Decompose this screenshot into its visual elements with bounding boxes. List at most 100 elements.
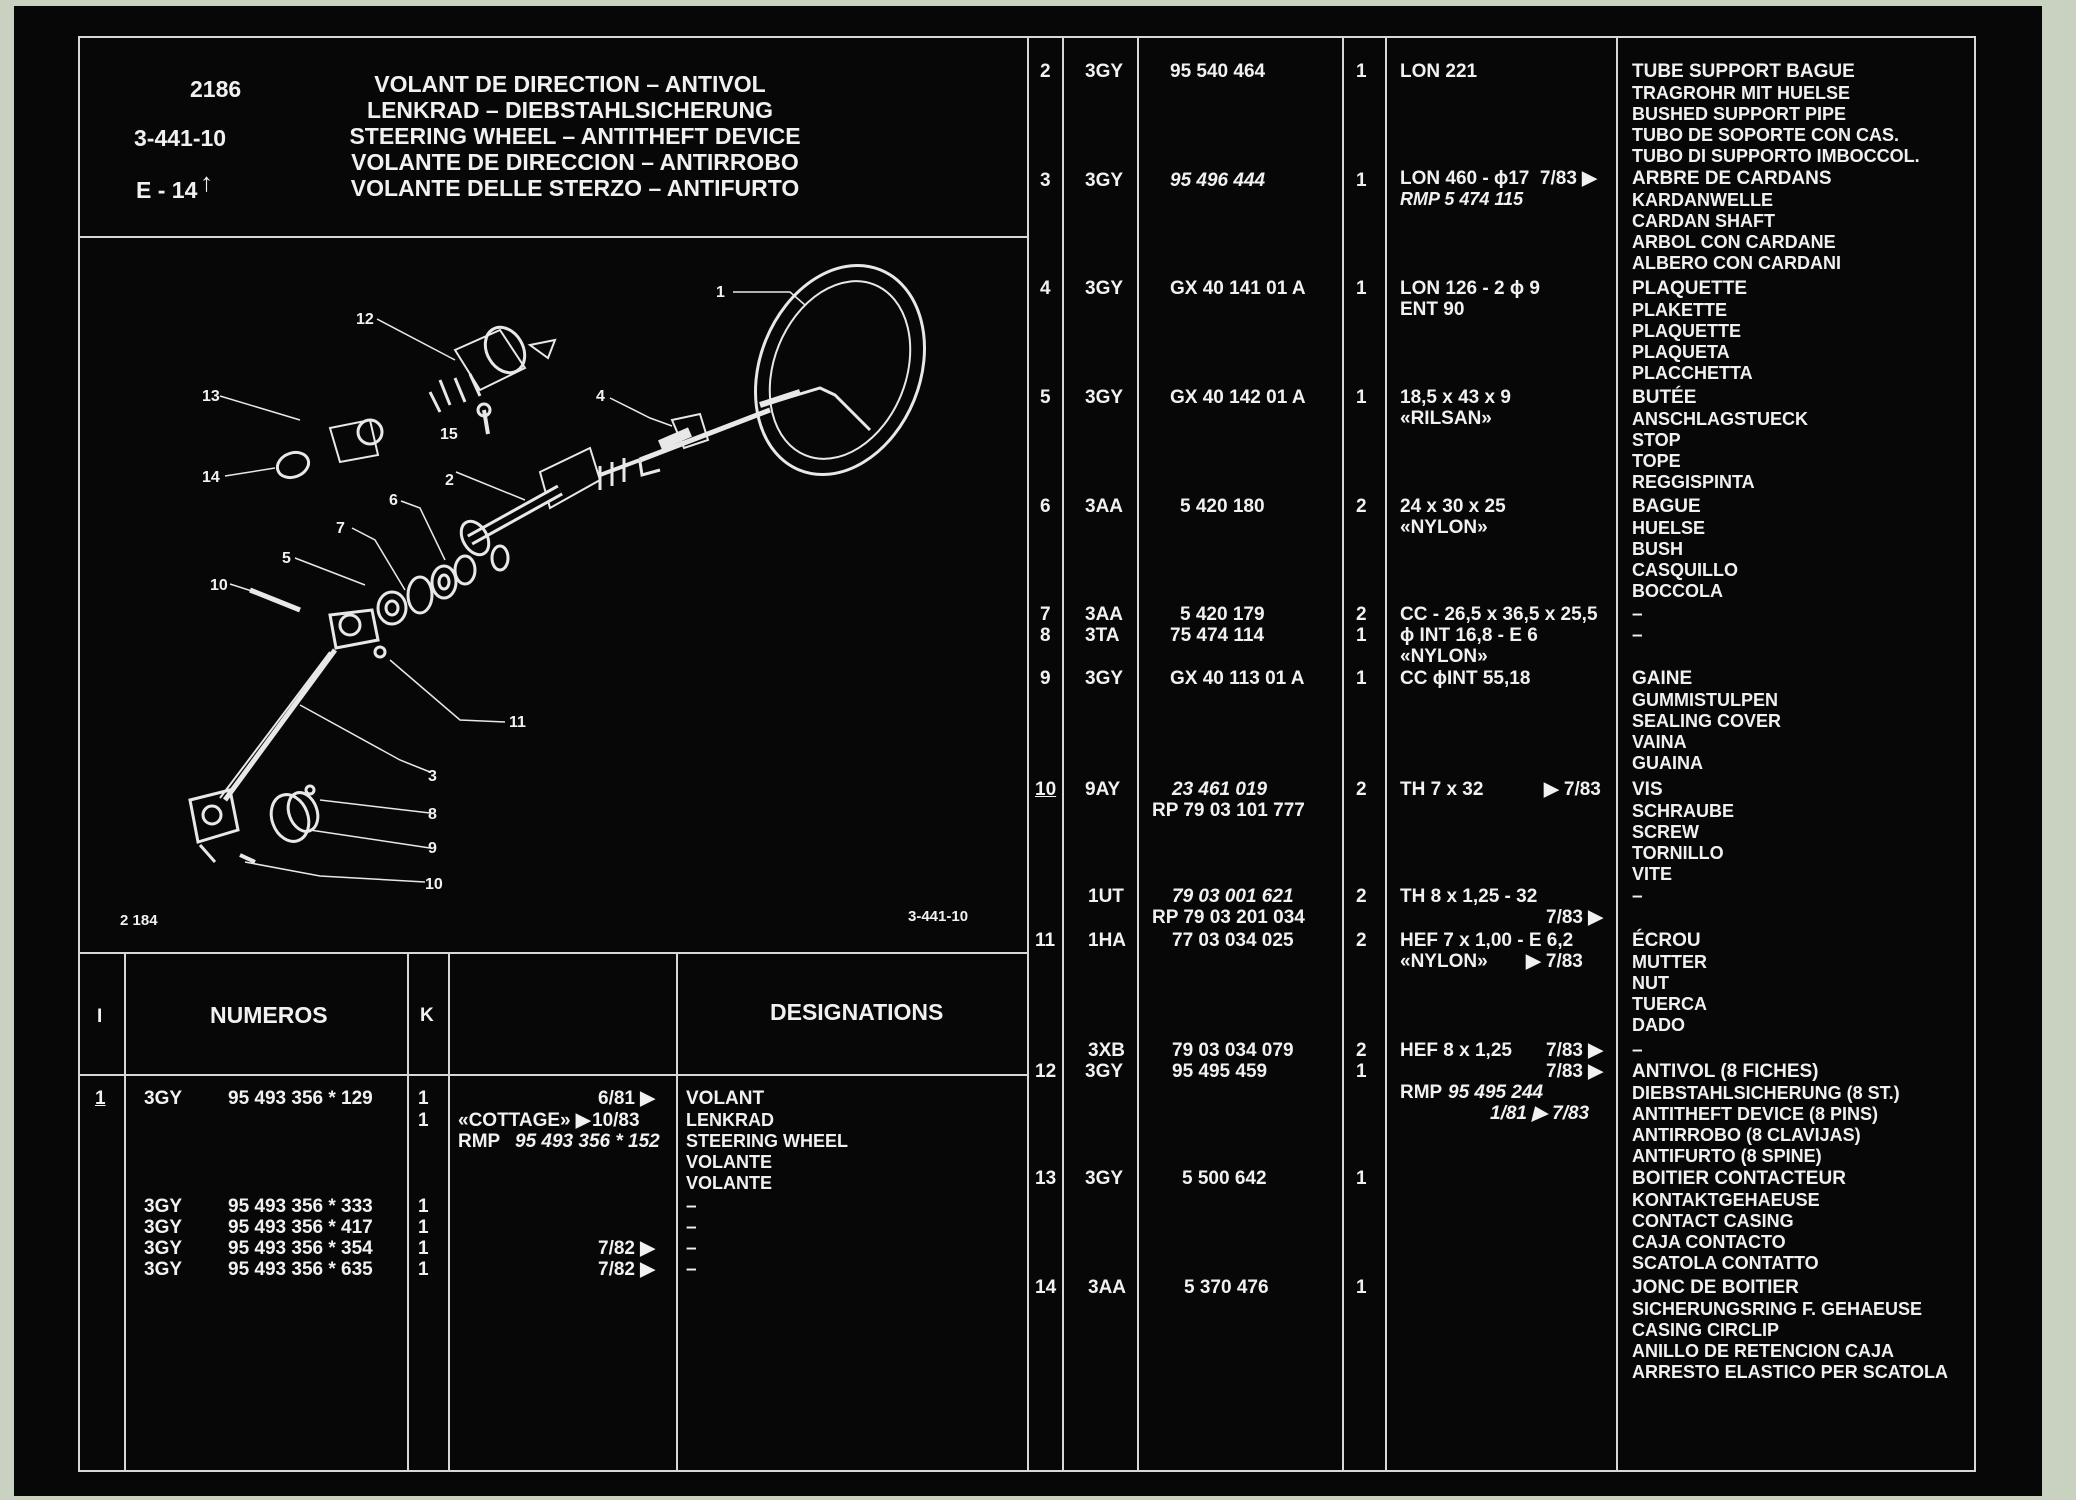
column-header-rule [78, 1074, 1028, 1076]
title-it: VOLANTE DELLE STERZO – ANTIFURTO [350, 175, 800, 201]
item-part-number: GX 40 141 01 A [1170, 278, 1306, 299]
r-col-k-divider [1385, 36, 1387, 1472]
callout-10-lower: 10 [425, 876, 443, 893]
row-designation: STEERING WHEEL [686, 1131, 849, 1151]
item-designation: TRAGROHR MIT HUELSE [1632, 83, 1850, 103]
cardan-shaft [222, 648, 338, 802]
item-k: 1 [1356, 1061, 1367, 1082]
item-designation: ÉCROU [1632, 930, 1701, 951]
item-spec: «NYLON» [1400, 646, 1488, 667]
item-k: 2 [1356, 496, 1367, 517]
item-designation: – [1632, 886, 1643, 907]
edition-label: E - 14 [136, 177, 198, 203]
item-part-number: 5 420 179 [1180, 604, 1265, 625]
item-part-number: 5 420 180 [1180, 496, 1265, 517]
stop-ring [376, 590, 408, 626]
item-spec: ENT 90 [1400, 299, 1465, 320]
sealing-cover [269, 793, 311, 843]
row-designation: – [686, 1217, 697, 1238]
item-designation: KONTAKTGEHAEUSE [1632, 1190, 1820, 1210]
item-designation: ARBRE DE CARDANS [1632, 168, 1832, 189]
item-designation: CARDAN SHAFT [1632, 211, 1775, 231]
col-header-numeros: NUMEROS [210, 1002, 328, 1028]
callout-8: 8 [428, 806, 437, 823]
item-designation: PLACCHETTA [1632, 363, 1753, 383]
callout-7: 7 [336, 520, 345, 537]
item-k: 1 [1356, 668, 1367, 689]
item-designation: ANILLO DE RETENCION CAJA [1632, 1341, 1895, 1361]
item-designation: CASQUILLO [1632, 560, 1738, 580]
item-designation: MUTTER [1632, 952, 1707, 972]
item-designation: – [1632, 1040, 1643, 1061]
item-spec: 24 x 30 x 25 [1400, 496, 1506, 517]
item-k: 2 [1356, 604, 1367, 625]
row-designation: LENKRAD [686, 1110, 774, 1130]
row-part-number: 95 493 356 * 354 [228, 1238, 373, 1259]
figure-rule [78, 952, 1028, 954]
screw [249, 587, 301, 613]
item-designation: PLAQUETTE [1632, 321, 1742, 341]
item-spec: 7/83 ▶ [1546, 907, 1603, 928]
row-k: 1 [418, 1110, 429, 1131]
title-fr: VOLANT DE DIRECTION – ANTIVOL [374, 71, 766, 97]
item-part-number: 95 495 459 [1172, 1061, 1268, 1082]
callout-1: 1 [716, 284, 725, 301]
item-number: 10 [1035, 779, 1057, 800]
item-spec: CC - 26,5 x 36,5 x 25,5 [1400, 604, 1598, 625]
item-spec: ▶ 7/83 [1544, 779, 1601, 800]
callout-3: 3 [428, 768, 437, 785]
item-k: 1 [1356, 387, 1367, 408]
col-header-item: I [97, 1006, 103, 1027]
item-spec: CC ϕINT 55,18 [1400, 668, 1531, 689]
item-number: 5 [1040, 387, 1051, 408]
item-k: 1 [1356, 1277, 1367, 1298]
item-designation: BUSH [1632, 539, 1684, 559]
row-part-number: 95 493 356 * 635 [228, 1259, 373, 1280]
item-designation: BOCCOLA [1632, 581, 1723, 601]
item-k: 1 [1356, 170, 1367, 191]
item-k: 2 [1356, 930, 1367, 951]
col-item-divider [124, 952, 126, 1472]
title-en: STEERING WHEEL – ANTITHEFT DEVICE [349, 123, 801, 149]
item-k: 1 [1356, 1168, 1367, 1189]
callout-15: 15 [440, 426, 458, 443]
item-spec: 18,5 x 43 x 9 [1400, 387, 1511, 408]
item-number: 9 [1040, 668, 1051, 689]
row-part-number: 95 493 356 * 417 [228, 1217, 373, 1238]
item-designation: TUBO DI SUPPORTO IMBOCCOL. [1632, 146, 1920, 166]
item-code: 3AA [1085, 604, 1124, 625]
item-designation: ALBERO CON CARDANI [1632, 253, 1841, 273]
row-spec-number: 95 493 356 * 152 [515, 1131, 660, 1152]
row-date: 10/83 [592, 1110, 640, 1131]
col-spec-divider [676, 952, 678, 1472]
item-part-number: 95 540 464 [1170, 61, 1266, 82]
row-code: 3GY [144, 1259, 183, 1280]
row-designation: – [686, 1259, 697, 1280]
row-designation: VOLANTE [686, 1173, 773, 1193]
callout-12: 12 [356, 311, 374, 328]
item-code: 3GY [1085, 61, 1124, 82]
item-designation: DIEBSTAHLSICHERUNG (8 ST.) [1632, 1083, 1900, 1103]
item-designation: TUBE SUPPORT BAGUE [1632, 61, 1855, 82]
item-spec: 7/83 ▶ [1546, 1040, 1603, 1061]
item-designation: – [1632, 604, 1643, 625]
item-designation: SCHRAUBE [1632, 801, 1735, 821]
item-number: 12 [1035, 1061, 1057, 1082]
reference-number: 3-441-10 [134, 125, 227, 151]
item-code: 3GY [1085, 387, 1124, 408]
item-designation: ANTITHEFT DEVICE (8 PINS) [1632, 1104, 1879, 1124]
steering-wheel-rim-inner [768, 280, 912, 460]
row-code: 3GY [144, 1238, 183, 1259]
item-designation: VITE [1632, 864, 1673, 884]
center-divider [1027, 36, 1029, 1472]
item-code: 1UT [1088, 886, 1124, 907]
plate-number: 2186 [190, 76, 242, 102]
row-designation: VOLANT [686, 1088, 765, 1109]
item-designation: GUMMISTULPEN [1632, 690, 1778, 710]
title-de: LENKRAD – DIEBSTAHLSICHERUNG [367, 97, 773, 123]
item-spec: RMP [1400, 1082, 1443, 1103]
row-date: 7/82 ▶ [598, 1238, 655, 1259]
item-designation: ARBOL CON CARDANE [1632, 232, 1836, 252]
item-designation: TUERCA [1632, 994, 1707, 1014]
item-designation: JONC DE BOITIER [1632, 1277, 1799, 1298]
